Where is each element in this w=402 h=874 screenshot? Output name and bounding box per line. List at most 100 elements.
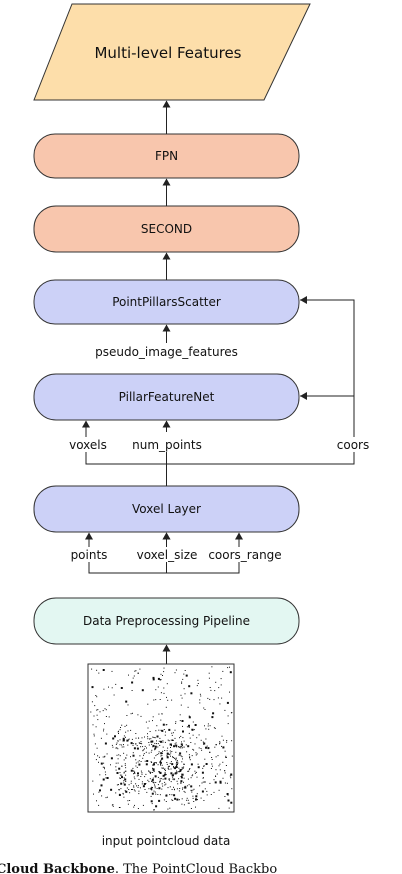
pointcloud-dot — [209, 698, 211, 700]
pointcloud-dot — [160, 763, 162, 765]
pointcloud-dot — [128, 739, 129, 741]
pointcloud-dot — [139, 755, 141, 757]
pointcloud-dot — [92, 780, 94, 782]
coors-range-label: coors_range — [208, 548, 281, 562]
pointcloud-dot — [155, 748, 157, 750]
pointcloud-dot — [104, 755, 106, 757]
pointcloud-dot — [155, 730, 157, 732]
pointcloud-dot — [151, 778, 154, 781]
pointcloud-dot — [150, 738, 152, 740]
pointcloud-dot — [152, 746, 154, 748]
pointcloud-dot — [170, 747, 171, 748]
pointcloud-dot — [143, 754, 144, 756]
pointcloud-dot — [164, 750, 166, 751]
pointcloud-dot — [164, 771, 166, 773]
pointcloud-dot — [143, 783, 146, 785]
pointcloud-dot — [218, 807, 220, 809]
pointcloud-dot — [205, 763, 208, 765]
pointcloud-dot — [134, 670, 136, 672]
pointcloud-dot — [118, 807, 120, 808]
pointcloud-dot — [96, 714, 98, 716]
pointcloud-dot — [168, 728, 171, 731]
pointcloud-dot — [140, 770, 142, 772]
pointcloud-dot — [118, 730, 119, 732]
pointcloud-dot — [153, 762, 155, 764]
pointcloud-dot — [188, 715, 190, 717]
pointcloud-dot — [169, 765, 170, 767]
pointcloud-dot — [147, 703, 149, 705]
pointcloud-dot — [127, 730, 129, 732]
pointcloud-dot — [162, 785, 164, 787]
pointcloud-dot — [159, 781, 160, 783]
pointcloud-dot — [189, 768, 191, 769]
pointcloud-dot — [120, 727, 121, 728]
pseudo-image-features-label: pseudo_image_features — [95, 345, 238, 359]
pointcloud-dot — [148, 781, 150, 783]
pointcloud-dot — [96, 696, 98, 698]
pointcloud-dot — [136, 745, 138, 747]
pointcloud-dot — [204, 709, 206, 710]
pointcloud-dot — [128, 784, 130, 786]
pointcloud-dot — [164, 773, 166, 774]
pointcloud-dot — [189, 737, 191, 739]
pointcloud-dot — [175, 758, 177, 760]
pointcloud-dot — [222, 761, 224, 763]
pointcloud-dot — [125, 774, 127, 776]
pointcloud-dot — [183, 781, 184, 783]
pointcloud-dot — [161, 783, 163, 785]
pointcloud-dot — [119, 755, 121, 757]
pointcloud-dot — [149, 771, 151, 773]
pointcloud-dot — [139, 742, 141, 744]
pointcloud-dot — [176, 763, 178, 765]
pointcloud-dot — [169, 743, 172, 746]
pointcloud-frame — [87, 663, 235, 813]
pointcloud-dot — [119, 772, 121, 774]
pointcloud-dot — [178, 790, 180, 792]
pointcloud-dot — [180, 755, 182, 757]
pointcloud-dot — [125, 790, 127, 792]
pointcloud-dot — [180, 743, 183, 746]
pointcloud-dot — [136, 766, 138, 768]
pointcloud-dot — [151, 789, 153, 791]
pointcloud-dot — [125, 767, 127, 769]
data-preprocessing-node: Data Preprocessing Pipeline — [33, 597, 300, 645]
pointcloud-dot — [112, 805, 114, 807]
pointcloud-dot — [151, 792, 154, 795]
pointcloud-dot — [192, 795, 194, 797]
pointcloud-dot — [138, 737, 139, 739]
pointcloud-dot — [188, 716, 191, 719]
pointcloud-dot — [173, 757, 175, 758]
fpn-label: FPN — [155, 149, 178, 163]
pointcloud-dot — [155, 782, 157, 783]
pointcloud-dot — [199, 702, 201, 704]
pointcloud-dot — [175, 669, 177, 671]
pointcloud-dot — [117, 758, 119, 760]
pointcloud-dot — [155, 689, 157, 691]
pointcloud-dot — [152, 678, 155, 681]
pointcloud-dot — [140, 746, 142, 748]
pointcloud-dot — [164, 774, 166, 776]
pointcloud-dot — [120, 687, 123, 689]
pointcloud-dot — [166, 763, 168, 765]
pointcloud-dot — [173, 757, 175, 759]
pointcloud-dot — [227, 799, 230, 802]
pointcloud-dot — [181, 697, 183, 699]
pointcloud-dot — [162, 750, 164, 752]
pointcloud-dot — [210, 794, 212, 795]
pointcloud-dot — [174, 767, 177, 770]
pointcloud-dot — [145, 763, 148, 766]
pointcloud-dot — [121, 774, 123, 776]
pointcloud-dot — [130, 729, 132, 731]
pointcloud-dot — [104, 756, 106, 758]
pointcloud-dot — [180, 780, 183, 783]
pointcloud-dot — [151, 749, 153, 751]
pointcloud-dot — [219, 742, 221, 744]
pointcloud-dot — [227, 723, 229, 725]
pointcloud-dot — [124, 763, 126, 765]
pointcloud-dot — [105, 716, 107, 717]
pointcloud-dot — [179, 737, 180, 739]
pointcloud-dot — [167, 787, 169, 789]
pointcloud-dot — [189, 756, 191, 758]
pointcloud-dot — [197, 763, 199, 765]
pointcloud-dot — [175, 751, 177, 753]
